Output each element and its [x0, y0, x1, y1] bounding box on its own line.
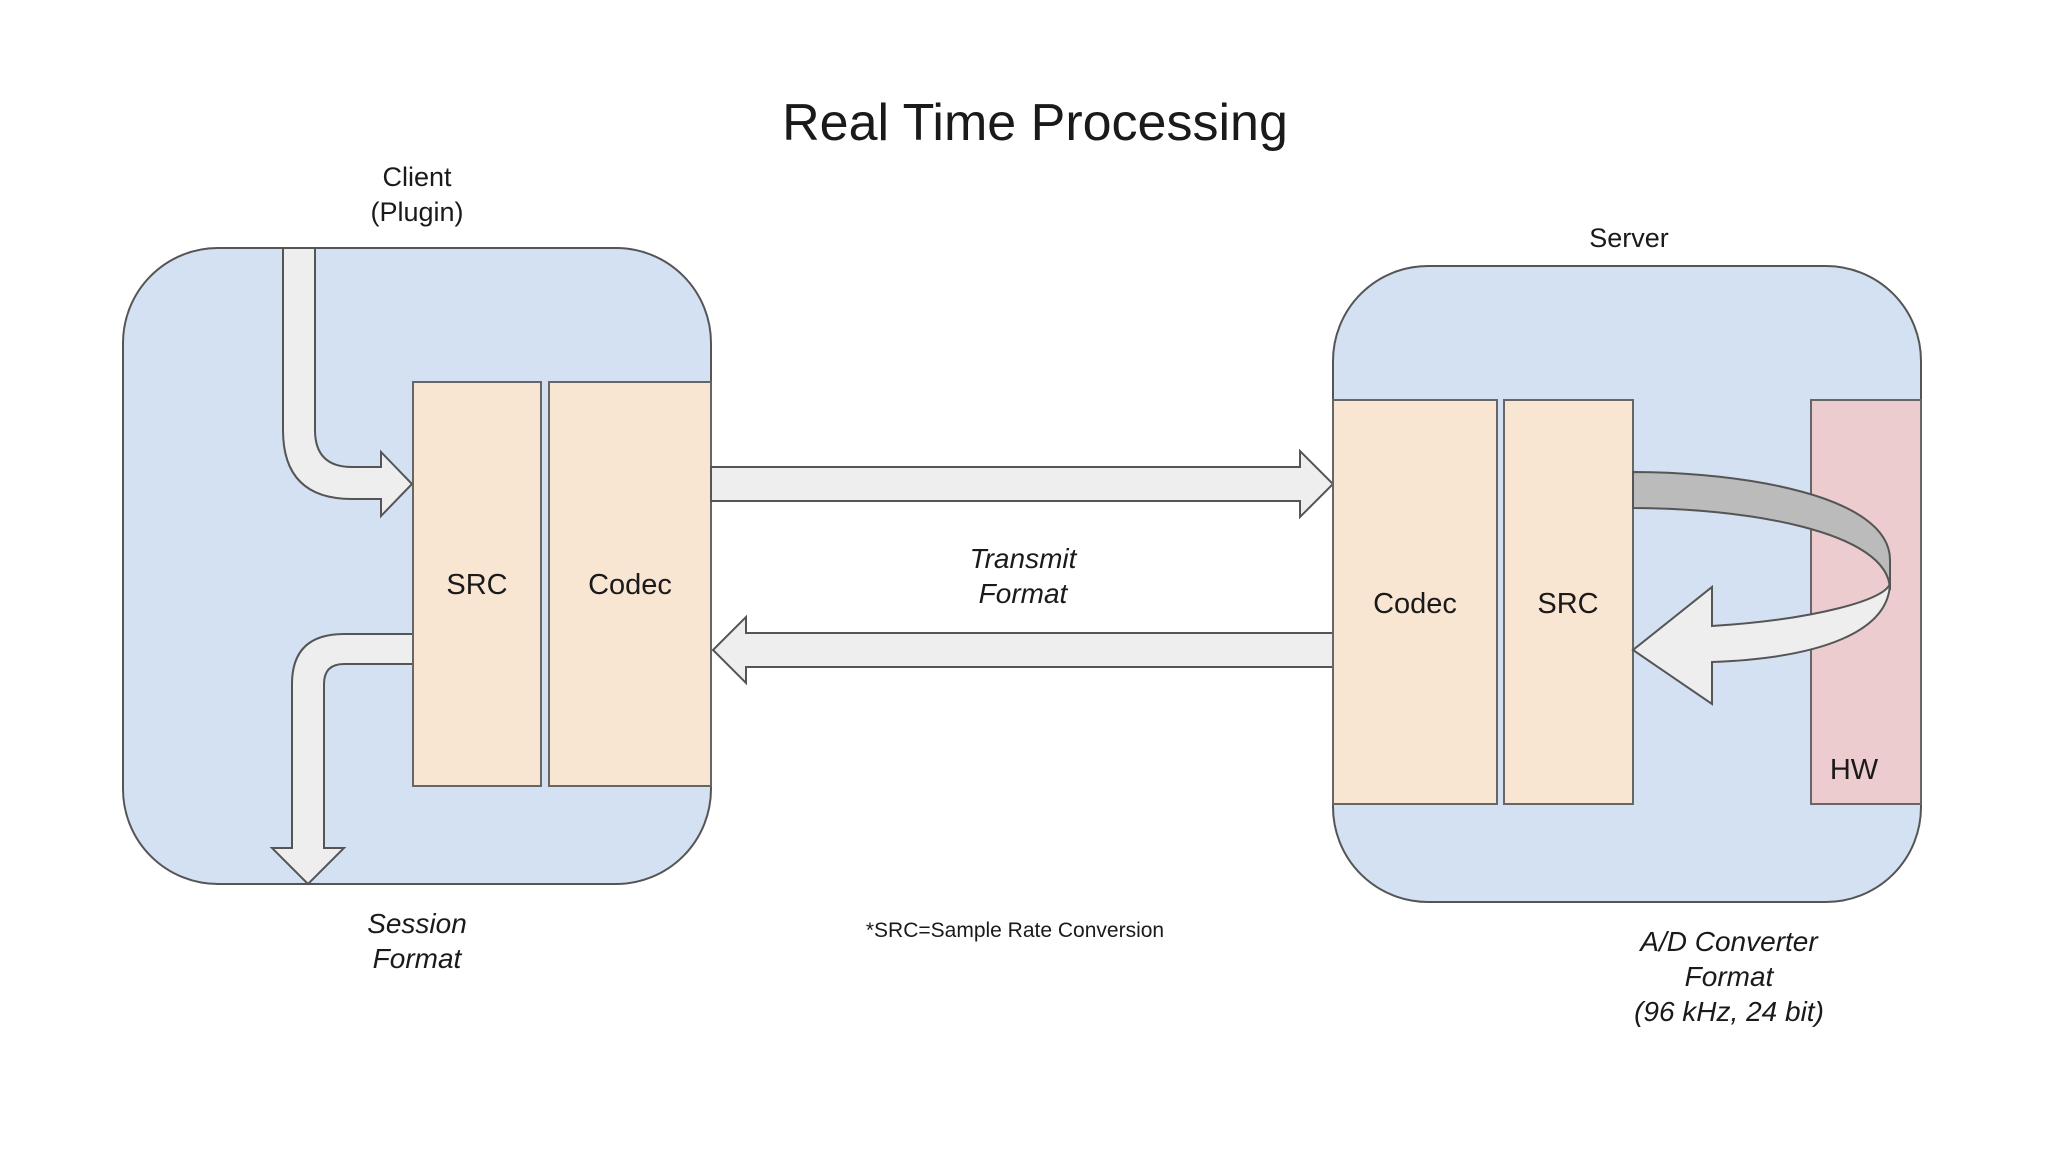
- transmit-format-line2: Format: [979, 578, 1069, 609]
- session-format-line2: Format: [373, 943, 463, 974]
- session-format-line1: Session: [367, 908, 467, 939]
- ad-format-line2: Format: [1685, 961, 1775, 992]
- client-heading-line1: Client: [382, 162, 452, 192]
- client-output-arrow: [269, 633, 414, 886]
- ad-format-line3: (96 kHz, 24 bit): [1634, 996, 1824, 1027]
- ad-format-line1: A/D Converter: [1638, 926, 1819, 957]
- server-src-block: [1503, 399, 1634, 805]
- diagram-title: Real Time Processing: [782, 94, 1288, 152]
- loopback-return-arrow: [1631, 581, 1891, 706]
- server-src-label: SRC: [1537, 588, 1598, 620]
- client-src-label: SRC: [446, 569, 507, 601]
- hw-label: HW: [1830, 754, 1879, 786]
- server-codec-label: Codec: [1373, 588, 1457, 620]
- transmit-arrow-to-client: [711, 614, 1334, 686]
- transmit-arrow-to-server: [710, 448, 1335, 520]
- server-codec-block: [1332, 399, 1498, 805]
- transmit-format-line1: Transmit: [970, 543, 1078, 574]
- client-input-arrow: [282, 247, 414, 519]
- client-heading-line2: (Plugin): [370, 197, 463, 227]
- client-src-block: [412, 381, 542, 787]
- server-heading: Server: [1589, 223, 1669, 253]
- client-codec-block: [548, 381, 712, 787]
- client-codec-label: Codec: [588, 569, 672, 601]
- src-footnote: *SRC=Sample Rate Conversion: [866, 919, 1164, 942]
